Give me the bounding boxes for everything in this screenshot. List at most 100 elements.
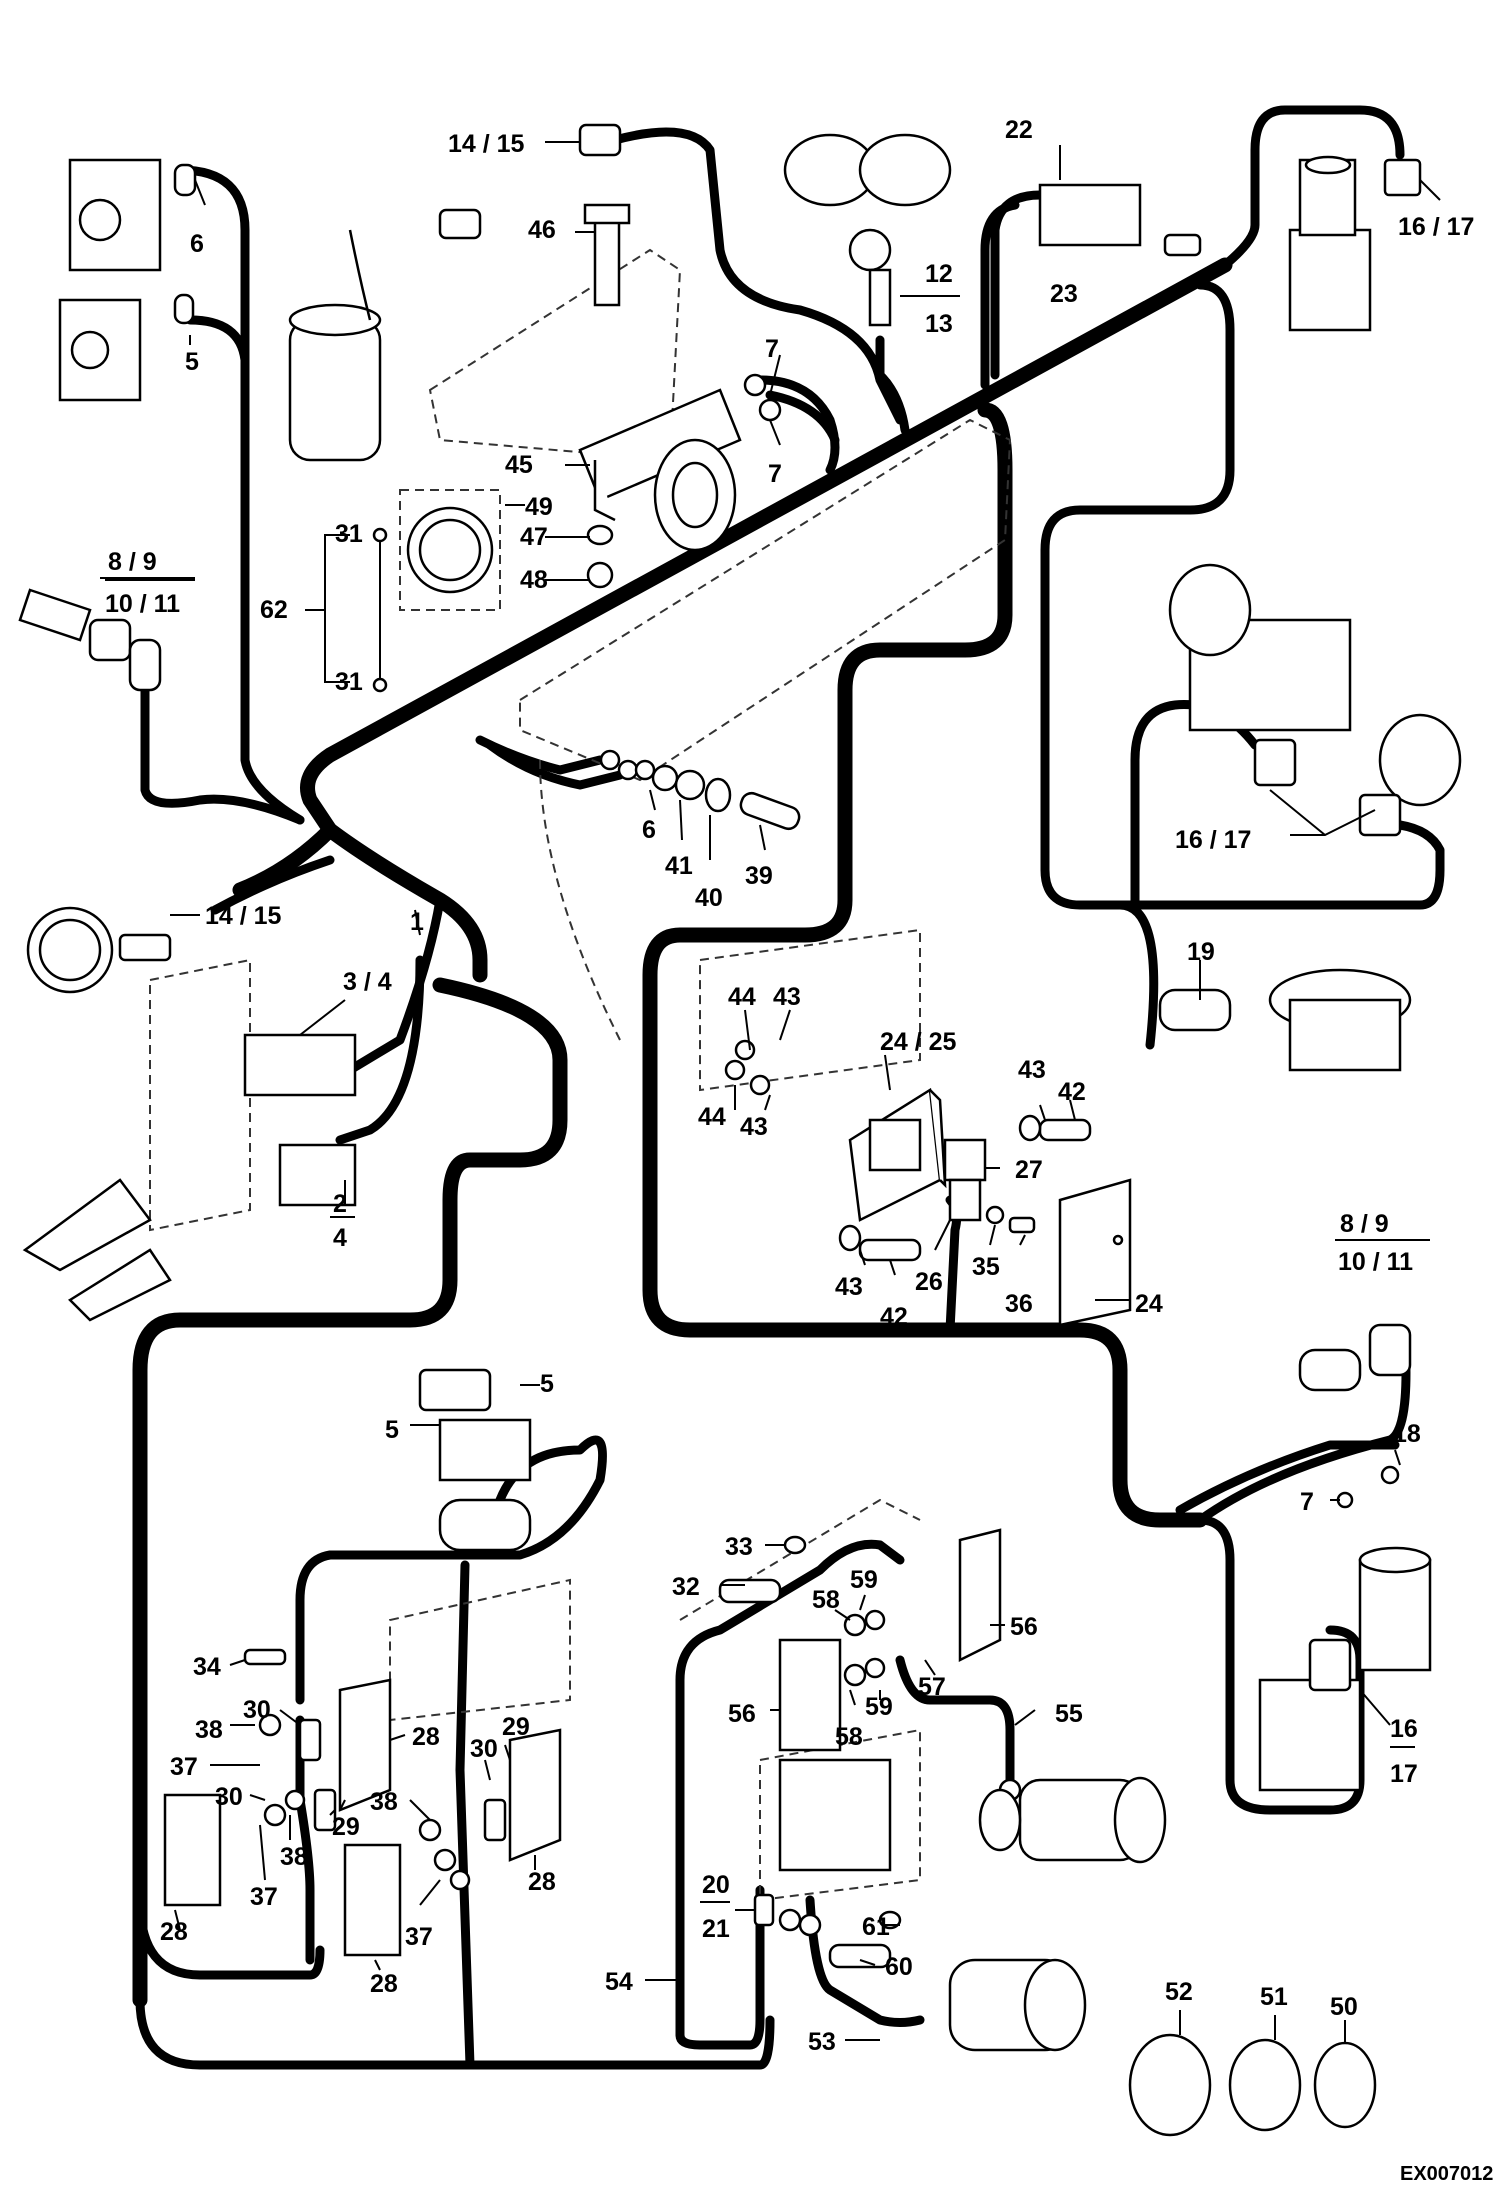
- label-38a: 38: [195, 1716, 223, 1744]
- fraction-bars: [100, 295, 1430, 1903]
- label-54: 54: [605, 1968, 633, 1996]
- label-5b: 5: [385, 1416, 399, 1444]
- component-box-24-25: [848, 1087, 947, 1222]
- component-flange-ring: [653, 438, 737, 552]
- label-7b: 7: [768, 460, 782, 488]
- label-37c: 37: [405, 1923, 433, 1951]
- component-cover-24: [1058, 1178, 1132, 1327]
- label-23: 23: [1050, 280, 1078, 308]
- label-42b: 42: [880, 1303, 908, 1331]
- label-34: 34: [193, 1653, 221, 1681]
- component-washer-47: [586, 524, 614, 546]
- label-13: 13: [925, 310, 953, 338]
- label-39: 39: [745, 862, 773, 890]
- component-sensor-12-13: [783, 133, 952, 327]
- label-14-15-left: 14 / 15: [205, 902, 282, 930]
- component-sensor-8-11-right: [1298, 1323, 1412, 1392]
- label-20: 20: [702, 1871, 730, 1899]
- label-8-9-left: 8 / 9: [108, 548, 157, 576]
- label-5a: 5: [540, 1370, 554, 1398]
- component-relay-6: [68, 158, 197, 272]
- label-59b: 59: [865, 1693, 893, 1721]
- label-55: 55: [1055, 1700, 1083, 1728]
- component-nut-48: [586, 561, 614, 589]
- label-48: 48: [520, 566, 548, 594]
- label-57: 57: [918, 1673, 946, 1701]
- label-28b: 28: [528, 1868, 556, 1896]
- dashed-frames: [149, 248, 1012, 1902]
- label-29b: 29: [502, 1713, 530, 1741]
- label-18: 18: [1393, 1420, 1421, 1448]
- label-8-9-right: 8 / 9: [1340, 1210, 1389, 1238]
- component-pump-solenoid: [288, 229, 382, 462]
- component-relay-5-lower: [418, 1368, 532, 1552]
- label-52: 52: [1165, 1978, 1193, 2006]
- component-bolt-42b: [838, 1224, 922, 1262]
- label-37b: 37: [250, 1883, 278, 1911]
- label-50: 50: [1330, 1993, 1358, 2021]
- label-61: 61: [862, 1913, 890, 1941]
- component-battery-box: [778, 1758, 892, 1872]
- label-7c: 7: [1300, 1488, 1314, 1516]
- label-53: 53: [808, 2028, 836, 2056]
- label-31b: 31: [335, 668, 363, 696]
- component-holders-56: [778, 1528, 1002, 1752]
- label-28c: 28: [160, 1918, 188, 1946]
- label-30a: 30: [243, 1696, 271, 1724]
- component-fuses-29-30: [298, 1718, 507, 1842]
- label-38c: 38: [370, 1788, 398, 1816]
- label-59a: 59: [850, 1566, 878, 1594]
- component-terminals-7: [743, 373, 782, 422]
- label-10-11-right: 10 / 11: [1338, 1248, 1413, 1276]
- label-43b: 43: [740, 1113, 768, 1141]
- label-3-4: 3 / 4: [343, 968, 392, 996]
- label-47: 47: [520, 523, 548, 551]
- label-28a: 28: [412, 1723, 440, 1751]
- label-2: 2: [333, 1190, 347, 1218]
- label-31a: 31: [335, 520, 363, 548]
- component-valve-16-17-top: [1288, 155, 1422, 332]
- label-29a: 29: [332, 1813, 360, 1841]
- component-terminals-18-7: [1336, 1465, 1400, 1509]
- component-connector-22-23: [1038, 183, 1202, 257]
- drawing-code: EX007012: [1400, 2163, 1493, 2185]
- label-49: 49: [525, 493, 553, 521]
- label-5-top: 5: [185, 348, 199, 376]
- component-sensor-8-11-left: [18, 588, 162, 692]
- leader-lines: [105, 141, 1441, 2043]
- component-bracket-45: [578, 388, 742, 522]
- label-30c: 30: [470, 1735, 498, 1763]
- label-51: 51: [1260, 1983, 1288, 2011]
- label-41: 41: [665, 852, 693, 880]
- component-valve-16-17-mid: [1168, 563, 1462, 837]
- label-45: 45: [505, 451, 533, 479]
- label-56a: 56: [1010, 1613, 1038, 1641]
- label-43a: 43: [773, 983, 801, 1011]
- label-10-11-left: 10 / 11: [105, 590, 180, 618]
- label-40: 40: [695, 884, 723, 912]
- label-58b: 58: [835, 1723, 863, 1751]
- label-28d: 28: [370, 1970, 398, 1998]
- label-16: 16: [1390, 1715, 1418, 1743]
- component-connector-14-15-top: [438, 123, 622, 240]
- component-terminal-set-6-39: [599, 749, 801, 831]
- label-44a: 44: [728, 983, 756, 1011]
- label-6-mid: 6: [642, 816, 656, 844]
- component-alternator: [948, 1958, 1087, 2052]
- label-26: 26: [915, 1268, 943, 1296]
- component-small-parts-35-36: [985, 1205, 1036, 1234]
- label-33: 33: [725, 1533, 753, 1561]
- label-30b: 30: [215, 1783, 243, 1811]
- label-46: 46: [528, 216, 556, 244]
- label-16-17-top: 16 / 17: [1398, 213, 1474, 241]
- label-24: 24: [1135, 1290, 1163, 1318]
- component-clamps-50-52: [1128, 2033, 1377, 2137]
- label-17: 17: [1390, 1760, 1418, 1788]
- label-62: 62: [260, 596, 288, 624]
- label-60: 60: [885, 1953, 913, 1981]
- label-32: 32: [672, 1573, 700, 1601]
- label-43d: 43: [835, 1273, 863, 1301]
- label-7a: 7: [765, 335, 779, 363]
- label-1: 1: [410, 908, 424, 936]
